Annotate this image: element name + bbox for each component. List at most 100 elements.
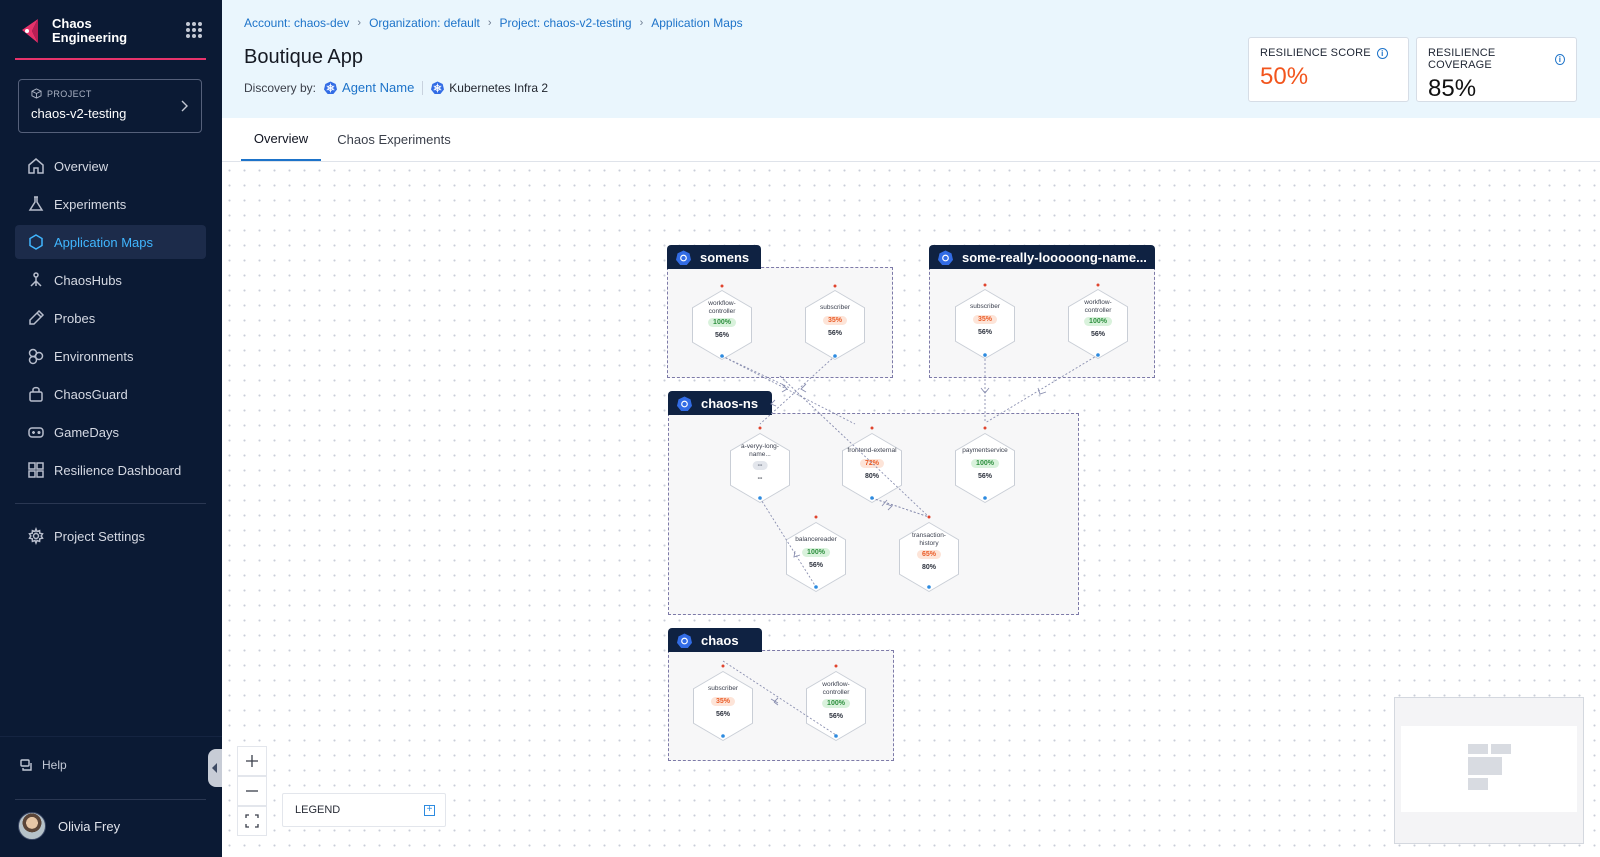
application-map-canvas[interactable]: somens workflow-controller 100% 56% subs… — [222, 163, 1600, 857]
sidebar-item-overview[interactable]: Overview — [15, 149, 206, 183]
zoom-in-button[interactable] — [237, 746, 267, 776]
service-score-badge: 100% — [822, 699, 850, 708]
sidebar: Chaos Engineering PROJECT chaos-v2-testi… — [0, 0, 222, 857]
namespace-header[interactable]: somens — [667, 245, 761, 269]
legend-panel[interactable]: LEGEND + — [282, 793, 446, 827]
agent-name: Agent Name — [342, 80, 415, 95]
resilience-coverage-card: RESILIENCE COVERAGE i 85% — [1416, 37, 1577, 102]
breadcrumb-item[interactable]: Organization: default — [369, 16, 480, 30]
help-label: Help — [42, 758, 67, 772]
kubernetes-icon — [677, 396, 692, 411]
hub-icon — [27, 271, 45, 289]
service-node[interactable]: a-veryy-long-name... -- -- — [730, 433, 790, 503]
project-name: chaos-v2-testing — [31, 106, 127, 121]
gamepad-icon — [27, 423, 45, 441]
sidebar-item-experiments[interactable]: Experiments — [15, 187, 206, 221]
probe-icon — [27, 309, 45, 327]
service-score-badge: 100% — [971, 459, 999, 468]
breadcrumb-item[interactable]: Application Maps — [651, 16, 743, 30]
service-node[interactable]: subscriber 35% 56% — [955, 289, 1015, 359]
service-coverage: 56% — [1090, 331, 1105, 338]
sidebar-item-resilience-dashboard[interactable]: Resilience Dashboard — [15, 453, 206, 487]
minimap[interactable] — [1394, 697, 1584, 844]
brand[interactable]: Chaos Engineering — [18, 14, 142, 48]
service-score-badge: 100% — [708, 318, 736, 327]
tab-overview[interactable]: Overview — [241, 118, 321, 161]
sidebar-collapse-button[interactable] — [208, 749, 222, 787]
help-link[interactable]: Help — [20, 758, 67, 772]
sidebar-item-label: Resilience Dashboard — [54, 462, 182, 478]
kubernetes-icon — [938, 250, 953, 265]
service-name: paymentservice — [962, 447, 1008, 454]
service-node[interactable]: workflow-controller 100% 56% — [806, 671, 866, 741]
kubernetes-icon — [324, 81, 338, 94]
minimap-node — [1468, 778, 1488, 790]
service-node[interactable]: subscriber 35% 56% — [805, 290, 865, 360]
resilience-score-card: RESILIENCE SCORE i 50% — [1248, 37, 1409, 102]
namespace-header[interactable]: chaos — [668, 628, 762, 652]
namespace-header[interactable]: chaos-ns — [668, 391, 772, 415]
sidebar-item-gamedays[interactable]: GameDays — [15, 415, 206, 449]
service-node[interactable]: workflow-controller 100% 56% — [1068, 289, 1128, 359]
breadcrumb-item[interactable]: Account: chaos-dev — [244, 16, 350, 30]
service-name: subscriber — [820, 304, 850, 311]
service-node[interactable]: workflow-controller 100% 56% — [692, 290, 752, 360]
service-score-badge: -- — [752, 461, 768, 470]
breadcrumb-item[interactable]: Project: chaos-v2-testing — [499, 16, 632, 30]
service-node[interactable]: paymentservice 100% 56% — [955, 433, 1015, 503]
app-launcher-icon[interactable] — [186, 22, 202, 38]
agent-link[interactable]: Agent Name — [324, 80, 414, 95]
legend-label: LEGEND — [295, 804, 341, 816]
namespace-header[interactable]: some-really-looooong-name... — [929, 245, 1155, 269]
dashboard-icon — [27, 461, 45, 479]
service-name: transaction-history — [912, 532, 946, 547]
page-title: Boutique App — [244, 46, 363, 68]
discovery-label: Discovery by: — [244, 80, 317, 95]
service-node[interactable]: transaction-history 65% 80% — [899, 522, 959, 592]
project-selector[interactable]: PROJECT chaos-v2-testing — [18, 79, 202, 133]
minus-icon — [246, 790, 258, 792]
tab-chaos-experiments[interactable]: Chaos Experiments — [337, 132, 451, 147]
service-node[interactable]: subscriber 35% 56% — [693, 671, 753, 741]
kubernetes-icon — [677, 633, 692, 648]
sidebar-item-chaosguard[interactable]: ChaosGuard — [15, 377, 206, 411]
service-score-badge: 100% — [1084, 317, 1112, 326]
service-coverage: 56% — [828, 713, 843, 720]
sidebar-item-environments[interactable]: Environments — [15, 339, 206, 373]
sidebar-item-label: ChaosGuard — [54, 386, 128, 402]
infra-name: Kubernetes Infra 2 — [449, 80, 549, 95]
chevron-right-icon: › — [487, 17, 492, 29]
info-icon[interactable]: i — [1376, 47, 1388, 59]
service-node[interactable]: balancereader 100% 56% — [786, 522, 846, 592]
fit-view-button[interactable] — [237, 806, 267, 836]
cube-icon — [31, 88, 42, 99]
sidebar-item-application-maps[interactable]: Application Maps — [15, 225, 206, 259]
gear-icon — [27, 527, 45, 545]
service-coverage: 56% — [714, 332, 729, 339]
sidebar-divider — [0, 736, 222, 737]
service-name: frontend-external — [847, 447, 897, 454]
home-icon — [27, 157, 45, 175]
service-score-badge: 35% — [972, 315, 998, 324]
minimap-node — [1491, 744, 1511, 754]
brand-underline — [15, 58, 206, 60]
service-name: subscriber — [708, 685, 738, 692]
service-score-badge: 72% — [859, 459, 885, 468]
sidebar-item-probes[interactable]: Probes — [15, 301, 206, 335]
sidebar-item-project-settings[interactable]: Project Settings — [15, 519, 206, 553]
service-coverage: 80% — [921, 564, 936, 571]
environments-icon — [27, 347, 45, 365]
user-profile[interactable]: Olivia Frey — [18, 812, 120, 840]
chevron-right-icon — [181, 100, 188, 112]
expand-icon[interactable]: + — [424, 805, 435, 816]
resilience-score-value: 50% — [1260, 63, 1309, 90]
info-icon[interactable]: i — [1554, 53, 1565, 65]
avatar — [18, 812, 46, 840]
help-icon — [20, 759, 32, 771]
namespace-name: some-really-looooong-name... — [962, 249, 1147, 265]
sidebar-item-chaoshubs[interactable]: ChaosHubs — [15, 263, 206, 297]
kubernetes-icon — [431, 81, 445, 94]
zoom-out-button[interactable] — [237, 776, 267, 806]
minimap-node — [1468, 744, 1488, 754]
service-node[interactable]: frontend-external 72% 80% — [842, 433, 902, 503]
